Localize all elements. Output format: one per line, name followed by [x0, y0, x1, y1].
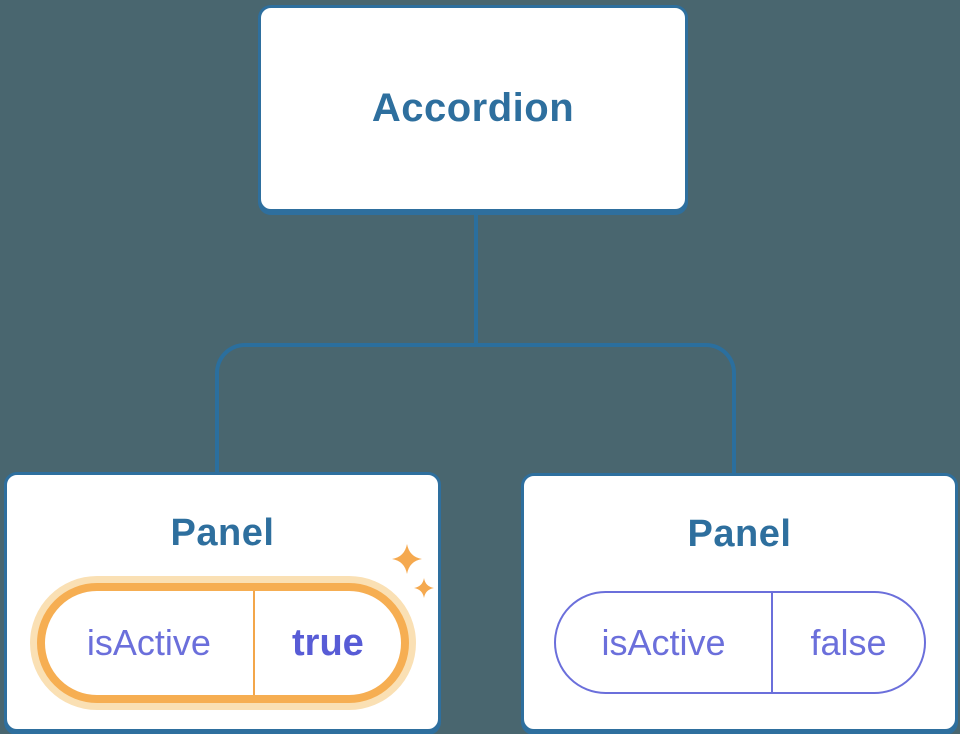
sparkles-icon: [392, 544, 434, 598]
panel-node-inactive: Panel isActive false: [521, 473, 958, 732]
panel-node-active: Panel isActive true: [4, 472, 441, 732]
pill-divider: [771, 593, 774, 692]
panel-label: Panel: [687, 513, 792, 555]
state-key: isActive: [86, 622, 211, 663]
state-pill-active: isActive true: [36, 583, 409, 703]
sparkle-large-icon: [392, 544, 422, 574]
state-value: true: [292, 621, 364, 664]
tree-stem-line: [474, 211, 478, 345]
pill-divider: [253, 591, 256, 695]
state-value: false: [810, 621, 887, 663]
state-key: isActive: [601, 621, 726, 663]
panel-label: Panel: [170, 512, 275, 554]
accordion-node: Accordion: [258, 5, 688, 212]
state-pill-inactive: isActive false: [553, 591, 926, 694]
accordion-label: Accordion: [371, 86, 575, 130]
tree-branch-line: [215, 343, 736, 473]
sparkle-small-icon: [414, 578, 434, 598]
